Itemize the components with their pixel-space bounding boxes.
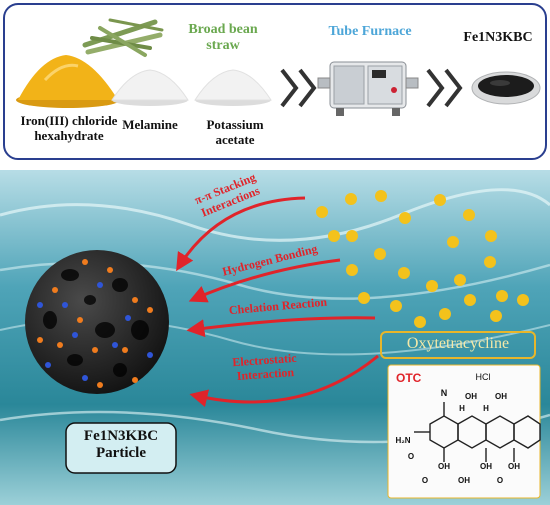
process-arrow-icon	[280, 68, 463, 108]
chelation-arrow	[186, 316, 376, 338]
h-bonding-arrow	[188, 258, 341, 303]
top-panel-frame	[3, 3, 547, 160]
yellow-powder-icon	[16, 55, 120, 108]
electrostatic-arrow	[189, 354, 379, 408]
otc-group: OH	[465, 392, 477, 401]
product-label: Fe1N3KBC	[463, 30, 533, 45]
otc-group: O	[496, 476, 504, 485]
straw-icon	[82, 18, 164, 57]
otc-group: N	[440, 388, 448, 398]
pollutant-label-box	[380, 331, 536, 359]
straw-label: Broad bean straw	[188, 22, 258, 54]
otc-structure	[414, 402, 541, 462]
otc-group: O	[421, 476, 429, 485]
interaction-arrows	[176, 196, 379, 408]
tube-furnace-icon	[317, 61, 419, 116]
otc-group: OH	[480, 462, 492, 471]
otc-group: H	[459, 404, 465, 413]
otc-group: OH	[508, 462, 520, 471]
biochar-particle	[25, 250, 169, 394]
oxytetracycline-molecules	[316, 190, 529, 328]
material-label: Iron(III) chloride hexahydrate	[20, 113, 118, 143]
white-powder-icon	[111, 69, 189, 106]
material-label: Melamine	[122, 117, 178, 132]
pollutant-label: Oxytetracycline	[406, 335, 510, 352]
otc-group: H₂N	[395, 436, 411, 445]
biochar-dish-icon	[471, 71, 541, 105]
pi-stacking-arrow	[176, 196, 306, 272]
otc-group: O	[407, 452, 415, 461]
otc-group: OH	[438, 462, 450, 471]
furnace-label: Tube Furnace	[328, 24, 412, 39]
material-label: Potassium acetate	[206, 117, 264, 147]
otc-group: H	[483, 404, 489, 413]
white-powder-icon	[194, 69, 272, 106]
otc-salt: HCl	[475, 372, 491, 382]
particle-label-box	[65, 422, 177, 474]
otc-group: OH	[458, 476, 470, 485]
otc-name: OTC	[396, 371, 422, 385]
particle-label: Fe1N3KBC Particle	[83, 428, 159, 462]
otc-group: OH	[495, 392, 507, 401]
